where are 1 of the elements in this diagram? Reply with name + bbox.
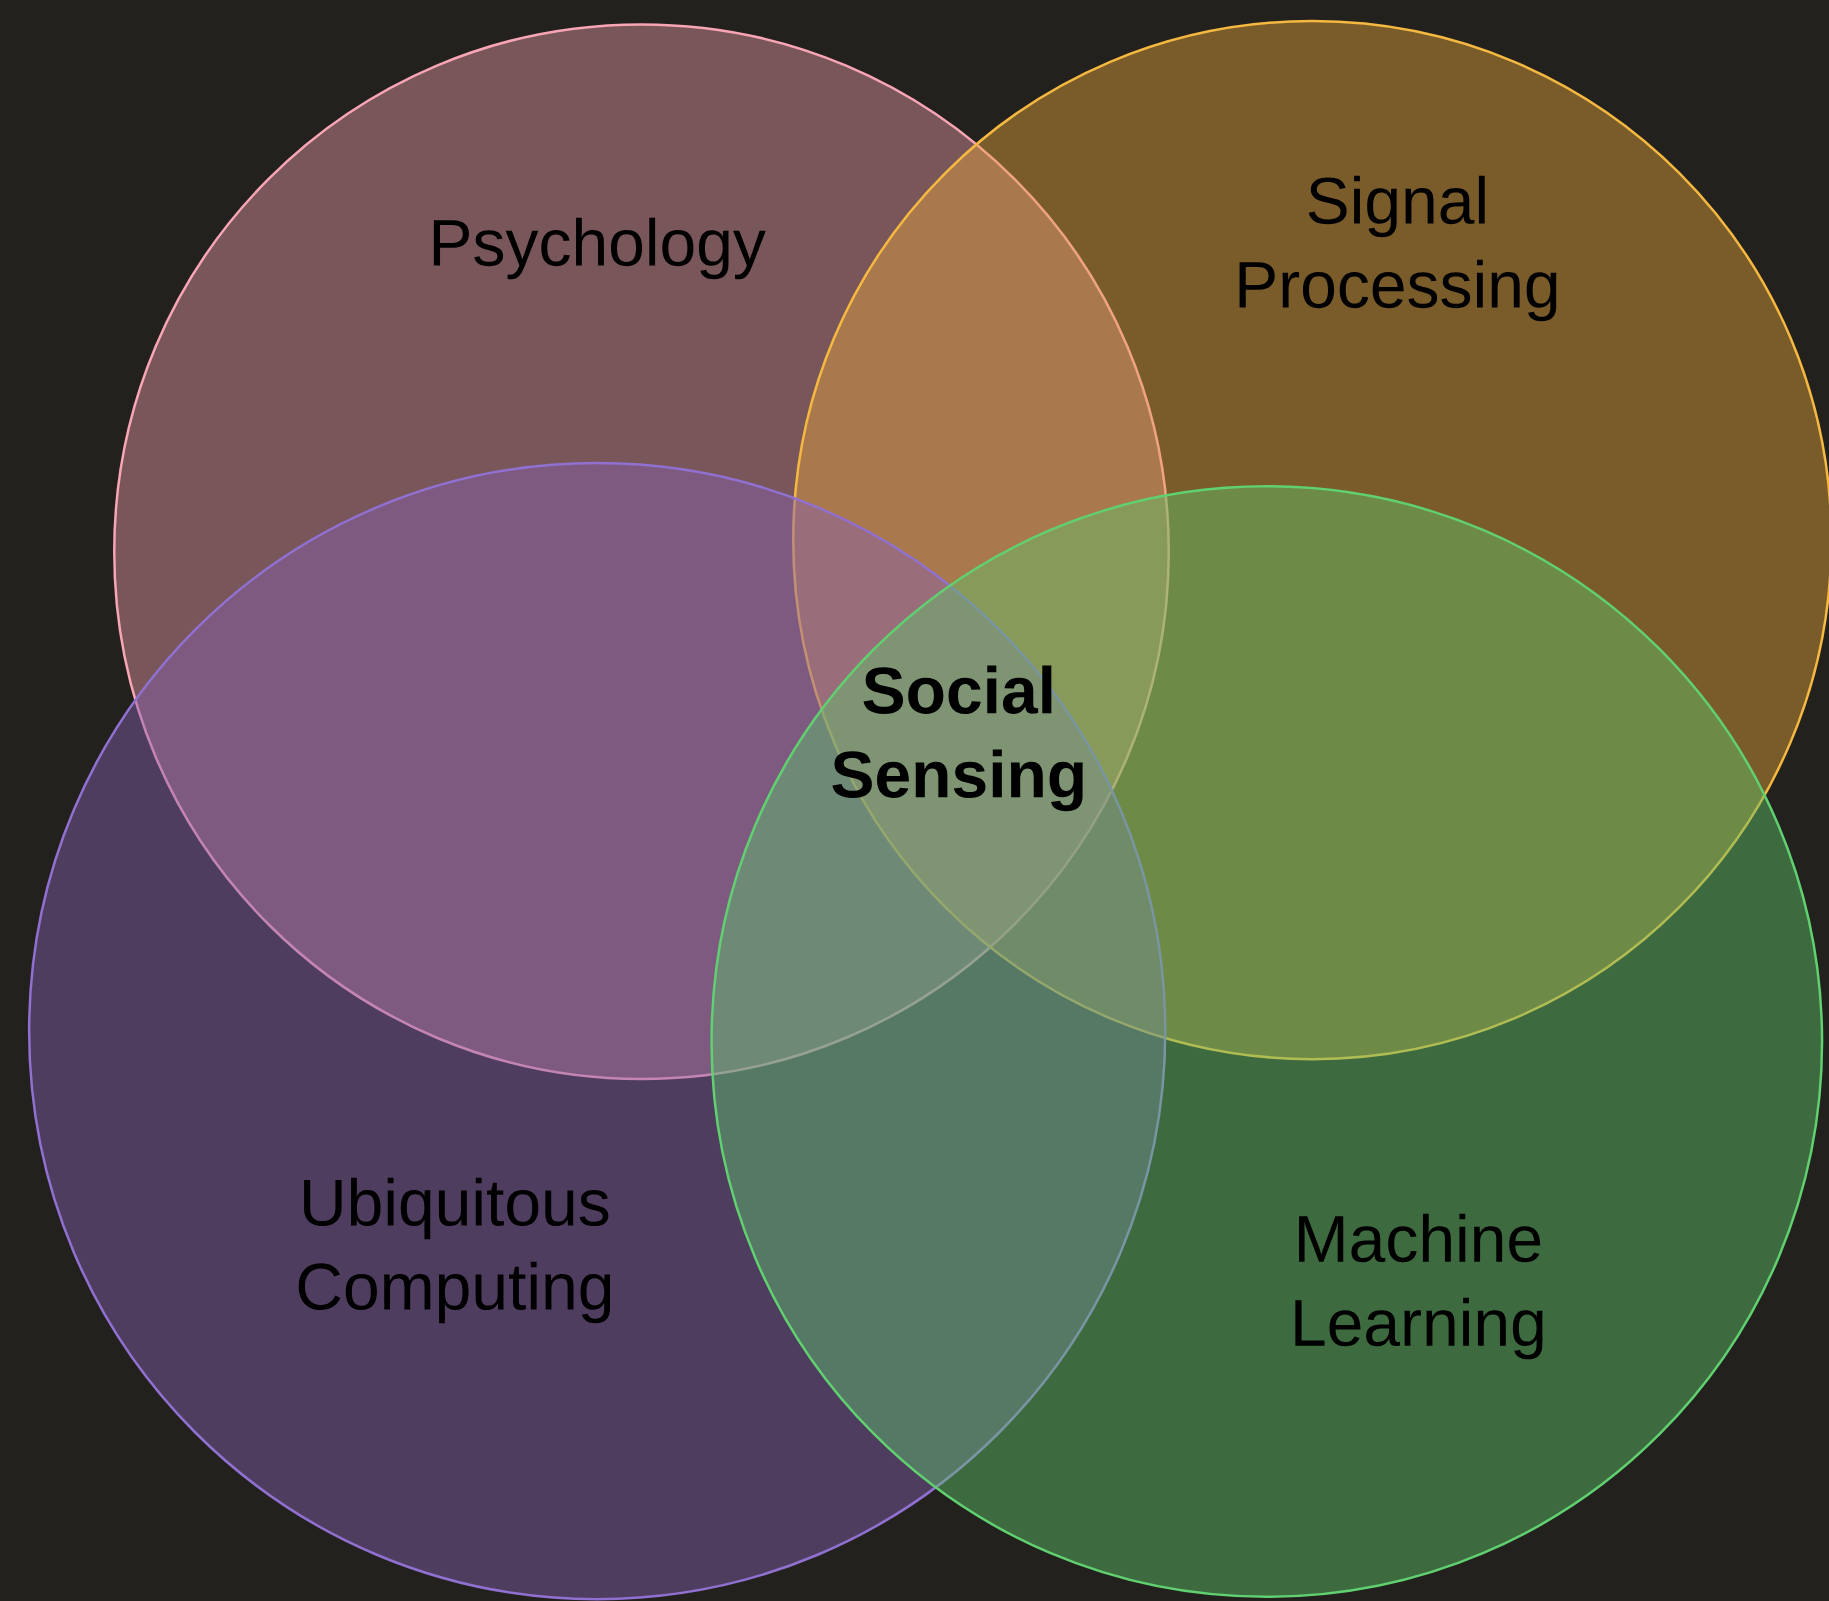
center-label: Social Sensing <box>832 665 1083 812</box>
